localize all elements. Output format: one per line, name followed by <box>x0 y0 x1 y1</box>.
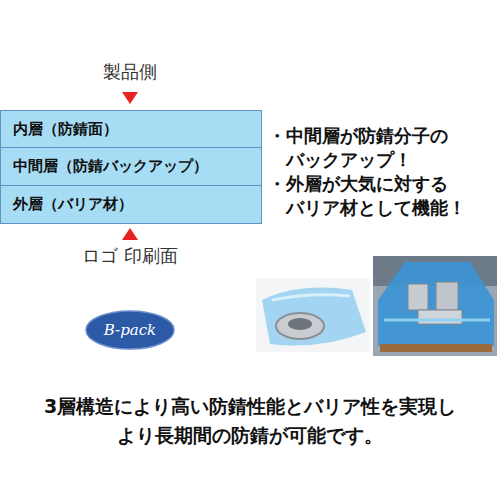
caption: 3層構造により高い防錆性能とバリア性を実現し より長期間の防錆が可能です。 <box>10 392 490 449</box>
bullet-note: ・中間層が防錆分子の バックアップ！ <box>268 124 496 173</box>
node-text: B-pack <box>104 321 156 339</box>
node-text: 内層（防錆面） <box>13 120 118 139</box>
layer-band: 外層（バリア材） <box>0 186 262 224</box>
side-label: 製品側 <box>103 60 157 84</box>
down-arrow-marker <box>122 92 138 104</box>
bag-photo-small <box>256 278 370 352</box>
layer-band: 中間層（防錆バックアップ） <box>0 148 262 186</box>
bag-photo-large <box>373 256 497 356</box>
side-label: ロゴ 印刷面 <box>82 244 178 268</box>
brand-ellipse: B-pack <box>85 310 175 350</box>
layer-band: 内層（防錆面） <box>0 110 262 148</box>
up-arrow-marker <box>122 228 138 240</box>
node-text: 中間層（防錆バックアップ） <box>13 157 208 176</box>
bullet-note: ・外層が大気に対する バリア材として機能！ <box>268 172 496 221</box>
node-text: 外層（バリア材） <box>13 195 133 214</box>
